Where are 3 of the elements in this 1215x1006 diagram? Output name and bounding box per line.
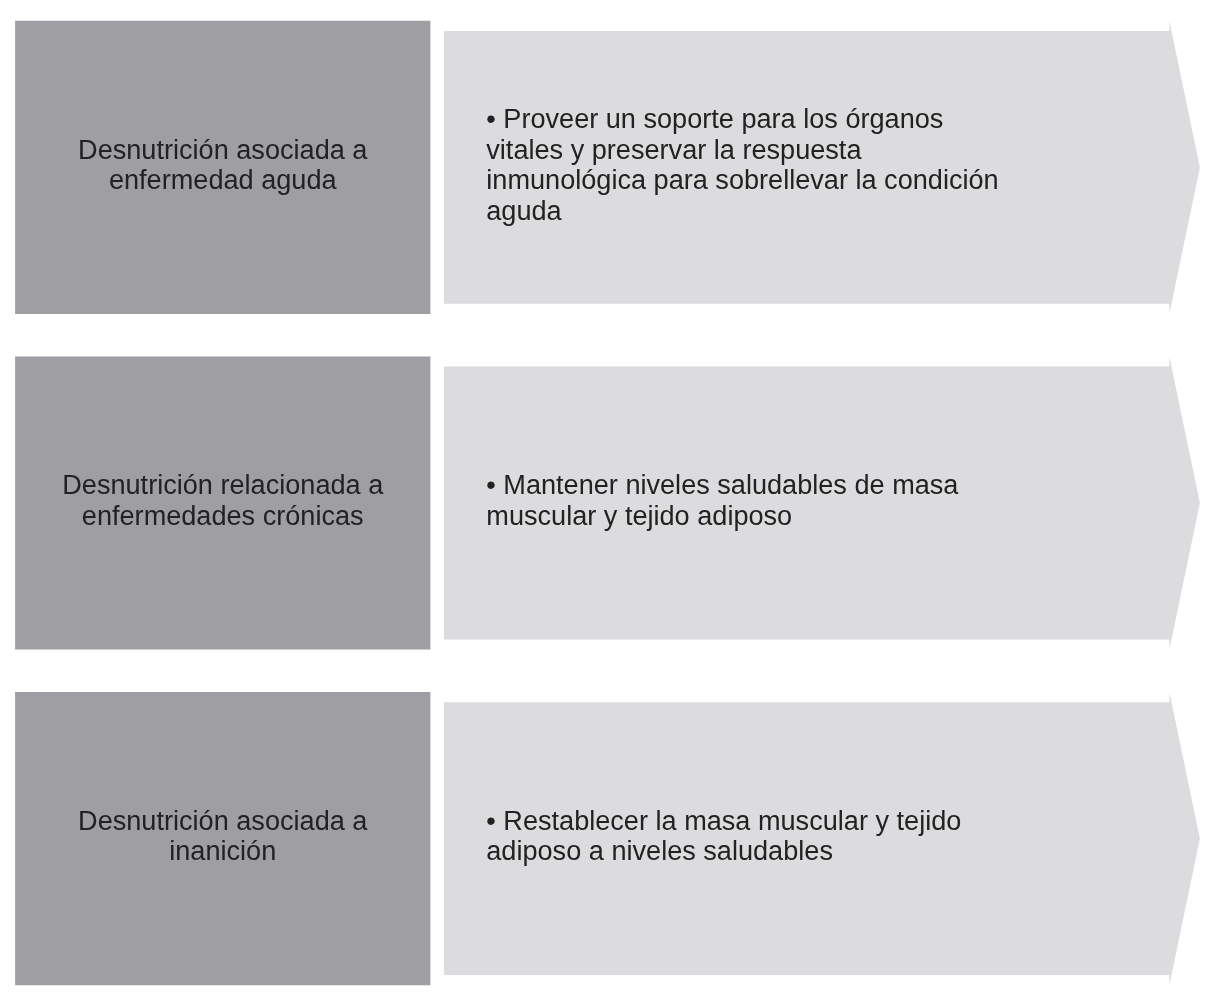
- node-box: Desnutrición asociada a inanición: [15, 692, 431, 986]
- node-box: Desnutrición asociada a enfermedad aguda: [15, 20, 431, 314]
- node-box: Desnutrición relacionada a enfermedades crónicas: [15, 356, 431, 650]
